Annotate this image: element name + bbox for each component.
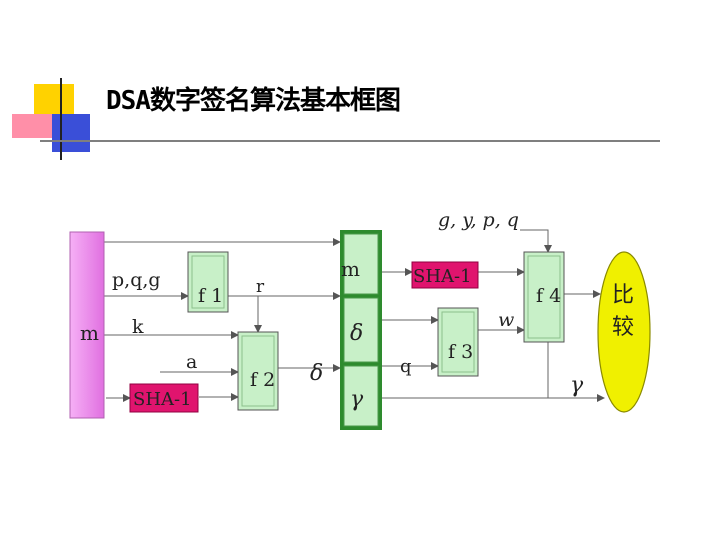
decor-blue-square	[52, 114, 90, 152]
f1-box	[187, 251, 229, 313]
label-delta-mid: δ	[310, 361, 323, 386]
connectors	[104, 229, 605, 402]
label-q: q	[400, 356, 412, 377]
label-public-params: g, y, p, q	[438, 209, 519, 231]
f2-box	[237, 331, 279, 411]
title-underline	[40, 140, 660, 142]
compare-label-2: 较	[612, 315, 634, 340]
column-cell-gamma	[343, 365, 379, 427]
column-gamma-label: γ	[350, 387, 364, 412]
message-block	[69, 231, 105, 419]
compare-oval	[597, 251, 651, 413]
f1-label: f 1	[198, 285, 223, 307]
compare-label-1: 比	[612, 283, 634, 308]
f4-box	[523, 251, 565, 343]
sha1-left-label: SHA-1	[133, 389, 192, 410]
column-cell-m	[343, 233, 379, 295]
column-delta-label: δ	[350, 321, 363, 346]
label-w: w	[498, 309, 514, 331]
label-k: k	[132, 316, 144, 338]
message-block-label: m	[80, 321, 99, 345]
label-a: a	[186, 351, 197, 373]
sha1-right-label: SHA-1	[413, 266, 472, 287]
sha1-left-box	[129, 383, 199, 413]
label-pqg: p,q,g	[112, 269, 161, 291]
f3-label: f 3	[448, 341, 473, 363]
f2-label: f 2	[250, 369, 275, 391]
page-title: DSA数字签名算法基本框图	[106, 86, 401, 116]
f3-box	[437, 307, 479, 377]
label-r: r	[256, 277, 265, 297]
label-gamma-out: γ	[570, 373, 584, 398]
f4-label: f 4	[536, 285, 561, 307]
line-params-to-f4	[520, 229, 552, 253]
sha1-right-box	[411, 261, 479, 289]
decor-pink-bar	[12, 114, 52, 138]
column-m-label: m	[341, 257, 360, 281]
decor-vertical-line	[60, 78, 62, 160]
column-cell-delta	[343, 297, 379, 363]
